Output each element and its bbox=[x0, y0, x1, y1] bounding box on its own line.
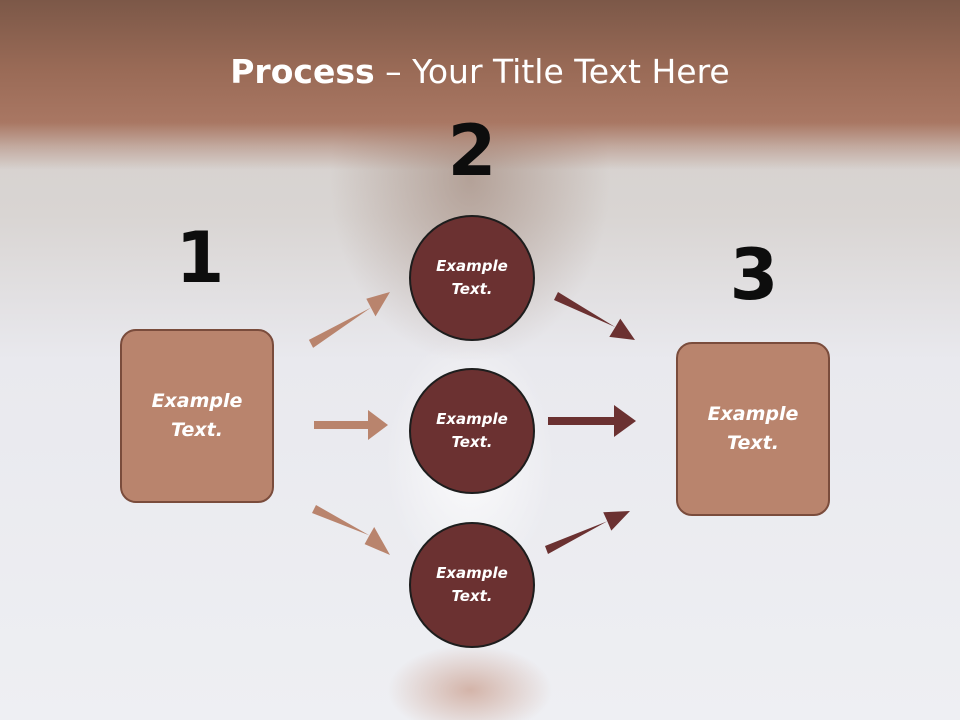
title-separator: – bbox=[374, 52, 413, 91]
title-rest: Your Title Text Here bbox=[412, 52, 730, 91]
title-band bbox=[0, 0, 960, 170]
arrow-bottom-circle-to-3 bbox=[545, 511, 630, 554]
step-2-number: 2 bbox=[447, 110, 497, 192]
step-1-number: 1 bbox=[175, 217, 225, 299]
arrow-top-circle-to-3 bbox=[554, 292, 635, 340]
arrow-1-to-top-circle bbox=[308, 292, 390, 348]
arrow-1-to-middle-circle bbox=[314, 410, 388, 440]
step-3-number: 3 bbox=[729, 234, 779, 316]
arrow-1-to-bottom-circle bbox=[312, 505, 390, 555]
title-bold: Process bbox=[230, 52, 375, 91]
arrow-middle-circle-to-3 bbox=[548, 405, 636, 437]
slide-title: Process – Your Title Text Here bbox=[0, 52, 960, 91]
